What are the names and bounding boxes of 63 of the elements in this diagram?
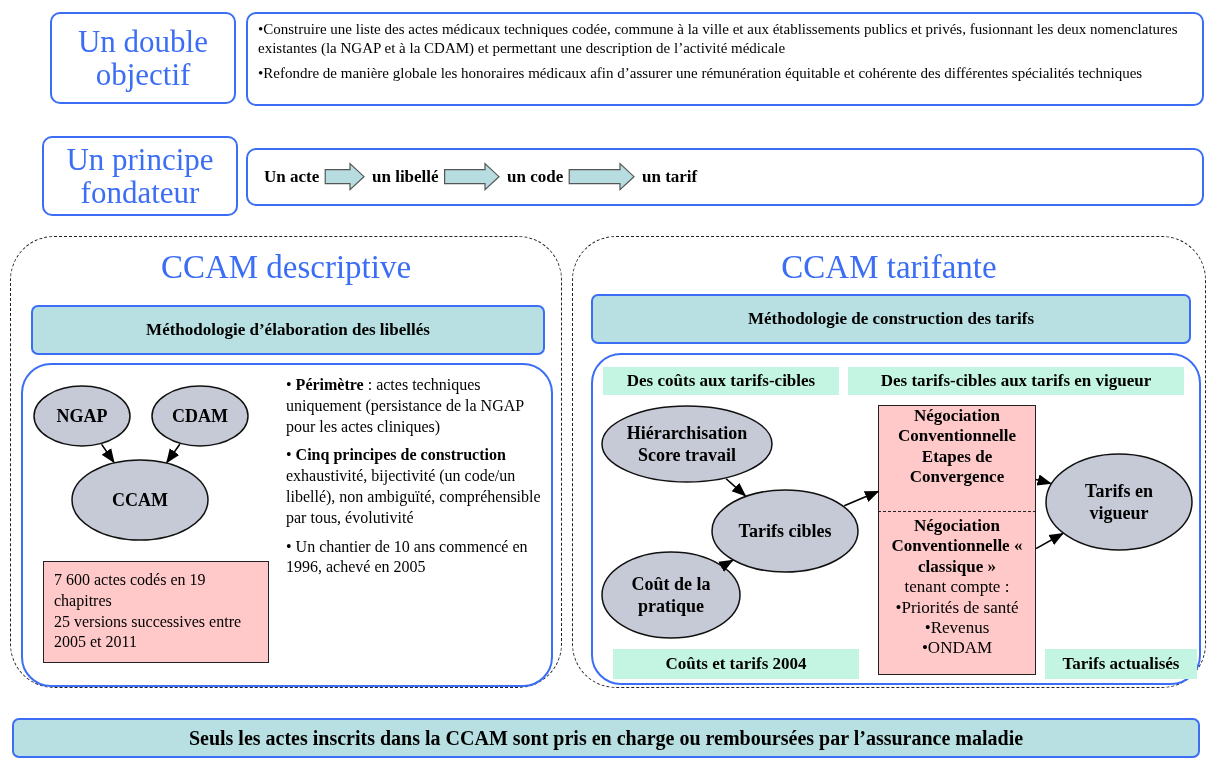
group-title: CCAM descriptive bbox=[159, 249, 413, 286]
heading-box bbox=[50, 12, 236, 104]
node-text: Coûts et tarifs 2004 bbox=[665, 654, 807, 674]
node-text: • Périmètre : actes techniques uniquement (persistance de la NGAP pour les actes cliniques) bbox=[286, 375, 525, 438]
node-text: 7 600 actes codés en 19 chapitres bbox=[54, 570, 207, 612]
phase-band bbox=[1045, 649, 1197, 679]
node-text: •Refondre de manière globale les honoraires médicaux afin d’assurer une rémunération équitable et cohérente des différentes spécialités techniques bbox=[258, 63, 1144, 83]
arrow bbox=[1035, 474, 1052, 486]
phase-band bbox=[603, 367, 839, 395]
phase-band bbox=[848, 367, 1184, 395]
block-arrow bbox=[444, 162, 500, 191]
method-header bbox=[31, 305, 545, 355]
node-text: Méthodologie d’élaboration des libellés bbox=[146, 320, 430, 340]
note-box bbox=[43, 561, 269, 663]
node-text: tenant compte : bbox=[903, 577, 1011, 598]
dashed-group bbox=[10, 236, 562, 688]
node-text: •Revenus bbox=[923, 617, 991, 639]
node-text: Tarifs actualisés bbox=[1062, 654, 1180, 674]
block-arrow bbox=[324, 162, 365, 191]
node-text: Négociation Conventionnelle Etapes de Convergence bbox=[896, 406, 1018, 488]
node-text: •Construire une liste des actes médicaux techniques codée, commune à la ville et aux établissements publics et privés, fusionnant les deux nomenclatures existantes (la NGAP et à la CDAM) et permettant une description de l’activité médicale bbox=[258, 20, 1179, 58]
node-text: Seuls les actes inscrits dans la CCAM sont pris en charge ou remboursées par l’assurance maladie bbox=[188, 726, 1024, 750]
conclusion-banner bbox=[12, 718, 1200, 758]
arrow bbox=[843, 490, 880, 507]
arrow bbox=[725, 477, 747, 497]
arrow bbox=[100, 443, 115, 464]
dashed-group bbox=[572, 236, 1206, 688]
node-text: CCAM bbox=[112, 488, 168, 512]
node-text: Hiérarchisation Score travail bbox=[625, 421, 749, 467]
node-text: Des tarifs-cibles aux tarifs en vigueur bbox=[880, 371, 1152, 391]
heading-box bbox=[42, 136, 238, 216]
node-text: Méthodologie de construction des tarifs bbox=[747, 309, 1035, 329]
block-arrow bbox=[568, 162, 635, 191]
method-panel bbox=[591, 353, 1201, 685]
node-text: • Cinq principes de construction exhaustivité, bijectivité (un code/un libellé), non ambiguïté, compréhensible par tous, évolutivité bbox=[286, 445, 542, 529]
objectives-panel bbox=[246, 12, 1204, 106]
flow-step-label: un code bbox=[507, 166, 564, 188]
node-text: 25 versions successives entre 2005 et 2011 bbox=[54, 611, 243, 653]
node-text: Un double objectif bbox=[77, 24, 209, 92]
node-text: CDAM bbox=[172, 404, 228, 428]
node-text: Tarifs en vigueur bbox=[1084, 479, 1154, 525]
node-text: Négociation Conventionnelle « classique » bbox=[890, 516, 1024, 578]
principle-panel bbox=[246, 148, 1204, 206]
arrow bbox=[718, 559, 734, 572]
node-text: •Priorités de santé bbox=[894, 597, 1020, 618]
node-text: Des coûts aux tarifs-cibles bbox=[626, 371, 816, 391]
node-text: • Un chantier de 10 ans commencé en 1996, achevé en 2005 bbox=[286, 536, 529, 578]
node-text: Coût de la pratique bbox=[630, 572, 712, 618]
negotiation-box bbox=[878, 511, 1036, 675]
method-panel bbox=[21, 363, 553, 687]
node-text: NGAP bbox=[56, 404, 108, 428]
method-header bbox=[591, 294, 1191, 344]
node-text: Tarifs cibles bbox=[738, 519, 832, 543]
node-text: •ONDAM bbox=[920, 638, 994, 659]
group-title: CCAM tarifante bbox=[780, 249, 998, 286]
flow-step-label: Un acte bbox=[264, 166, 320, 188]
arrow bbox=[1035, 532, 1064, 550]
flow-step-label: un tarif bbox=[642, 166, 698, 188]
flow-step-label: un libellé bbox=[372, 166, 439, 188]
negotiation-box bbox=[878, 405, 1036, 511]
arrow bbox=[166, 443, 181, 464]
node-text: Un principe fondateur bbox=[65, 142, 215, 210]
phase-band bbox=[613, 649, 859, 679]
